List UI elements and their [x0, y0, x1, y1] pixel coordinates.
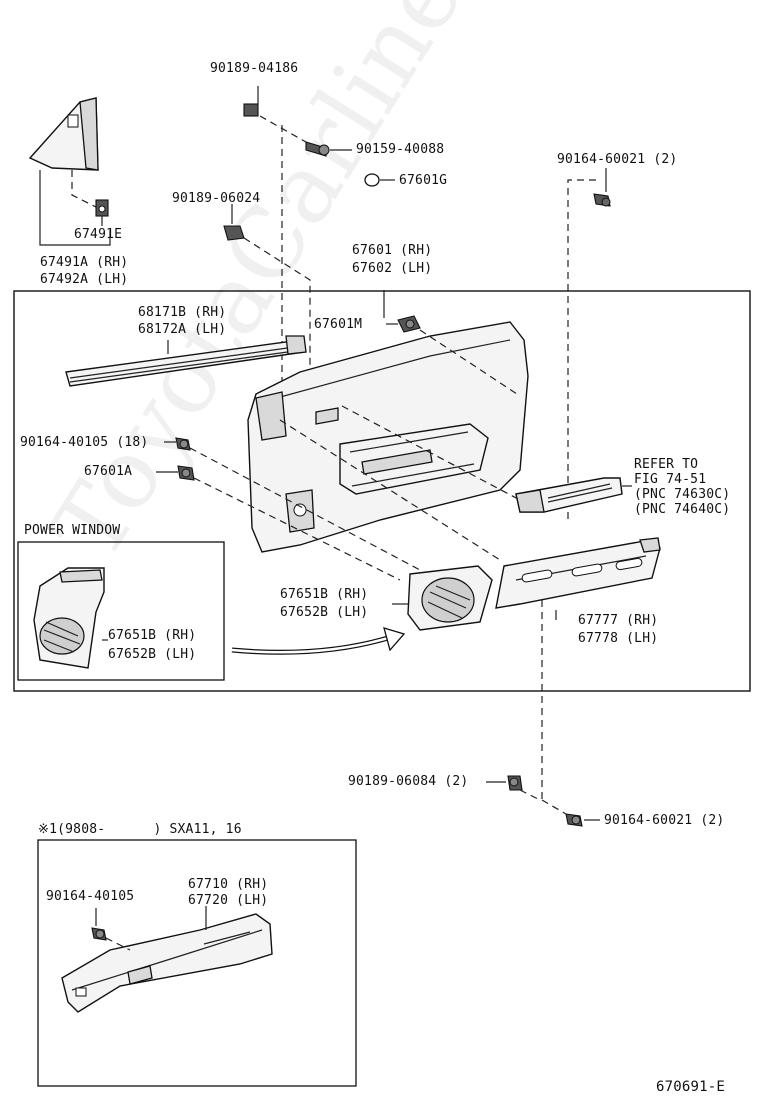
- label-67778: 67778 (LH): [578, 631, 659, 646]
- label-67601A: 67601A: [84, 464, 133, 479]
- label-67651B-inset: 67651B (RH): [108, 628, 197, 643]
- label-90164-40105-18: 90164-40105 (18): [20, 435, 149, 450]
- label-90164-40105: 90164-40105: [46, 889, 135, 904]
- label-68172A: 68172A (LH): [138, 322, 227, 337]
- label-67651B: 67651B (RH): [280, 587, 369, 602]
- label-67491E: 67491E: [74, 227, 123, 242]
- clip-67491E: [95, 199, 109, 226]
- clip-67601M: [386, 315, 521, 397]
- label-refer-pnc1: (PNC 74630C): [634, 487, 731, 502]
- label-variant-note: ※1(9808- ) SXA11, 16: [38, 822, 242, 837]
- screw-90159-40088: [305, 141, 352, 157]
- label-power-window: POWER WINDOW: [24, 523, 121, 538]
- label-67492A: 67492A (LH): [40, 272, 129, 287]
- label-90159-40088: 90159-40088: [356, 142, 445, 157]
- diagram-id: 670691-E: [656, 1079, 726, 1095]
- speaker-grille: [392, 565, 493, 631]
- label-refer-fig: FIG 74-51: [634, 472, 707, 487]
- door-trim-panel: [247, 290, 529, 553]
- label-67652B: 67652B (LH): [280, 605, 369, 620]
- label-90164-60021-bottom: 90164-60021 (2): [604, 813, 725, 828]
- pull-handle: [515, 477, 632, 513]
- cap-67601G: [364, 173, 380, 187]
- arrow: [231, 627, 406, 655]
- screw-90164-40105-18: [164, 437, 421, 571]
- label-refer-to: REFER TO: [634, 457, 699, 472]
- belt-molding: [65, 335, 307, 387]
- label-67652B-inset: 67652B (LH): [108, 647, 197, 662]
- label-67777: 67777 (RH): [578, 613, 659, 628]
- label-67720: 67720 (LH): [188, 893, 269, 908]
- label-67601: 67601 (RH): [352, 243, 433, 258]
- variant-frame: [37, 839, 357, 1087]
- label-67491A: 67491A (RH): [40, 255, 129, 270]
- label-67602: 67602 (LH): [352, 261, 433, 276]
- label-90164-60021-top: 90164-60021 (2): [557, 152, 678, 167]
- label-67601G: 67601G: [399, 173, 448, 188]
- label-68171B: 68171B (RH): [138, 305, 227, 320]
- screw-90164-60021-top: [567, 168, 611, 520]
- screw-90164-40105: [91, 908, 131, 951]
- power-window-grille: [33, 567, 108, 669]
- label-90189-04186: 90189-04186: [210, 61, 299, 76]
- label-90189-06084: 90189-06084 (2): [348, 774, 469, 789]
- power-window-frame: [17, 541, 225, 681]
- clip-90189-04186: [243, 86, 321, 420]
- screw-90164-60021-bottom: [541, 799, 600, 827]
- armrest: [495, 537, 661, 800]
- main-frame: [13, 290, 751, 692]
- label-67710: 67710 (RH): [188, 877, 269, 892]
- variant-trim-panel: [61, 906, 273, 1013]
- label-67601M: 67601M: [314, 317, 363, 332]
- label-90189-06024: 90189-06024: [172, 191, 261, 206]
- clip-90189-06084: [486, 775, 541, 801]
- pillar-garnish: [28, 97, 111, 246]
- label-refer-pnc2: (PNC 74640C): [634, 502, 731, 517]
- clip-67601A: [156, 465, 401, 581]
- clip-90189-06024: [223, 204, 311, 380]
